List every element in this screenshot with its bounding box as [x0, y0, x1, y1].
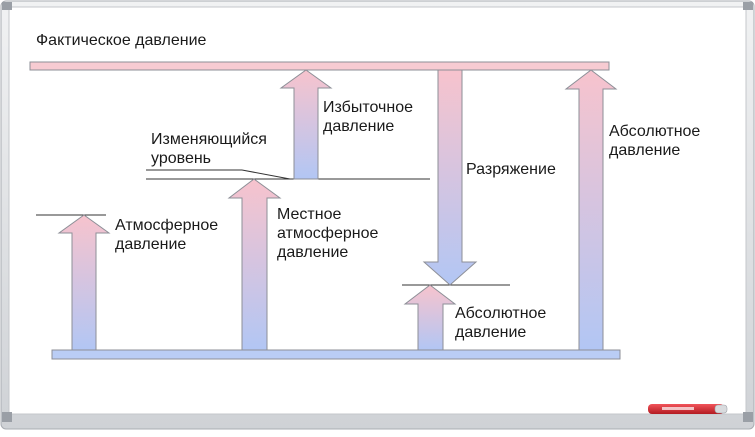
- absolute-pressure-small-arrow: [403, 284, 457, 351]
- absolute-pressure-small-label: Абсолютное давление: [455, 305, 547, 341]
- vacuum-arrow: [422, 69, 478, 286]
- local-atmospheric-pressure-label: Местное атмосферное давление: [277, 206, 379, 261]
- absolute-zero-bar: [51, 349, 621, 360]
- changing-level-label: Изменяющийся уровень: [151, 131, 267, 167]
- vacuum-label: Разряжение: [466, 161, 556, 178]
- diagram-title: Фактическое давление: [36, 32, 207, 49]
- whiteboard-marker-icon: [648, 404, 728, 414]
- absolute-pressure-right-arrow: [564, 69, 618, 351]
- actual-pressure-bar: [29, 61, 610, 71]
- excess-pressure-arrow: [279, 69, 333, 180]
- excess-pressure-label: Избыточное давление: [323, 99, 413, 135]
- atmospheric-pressure-label: Атмосферное давление: [115, 217, 219, 253]
- changing-level-pointer: [241, 169, 291, 180]
- atmospheric-pressure-arrow: [57, 214, 111, 351]
- absolute-pressure-right-label: Абсолютное давление: [609, 123, 701, 159]
- local-atmospheric-pressure-arrow: [227, 178, 282, 351]
